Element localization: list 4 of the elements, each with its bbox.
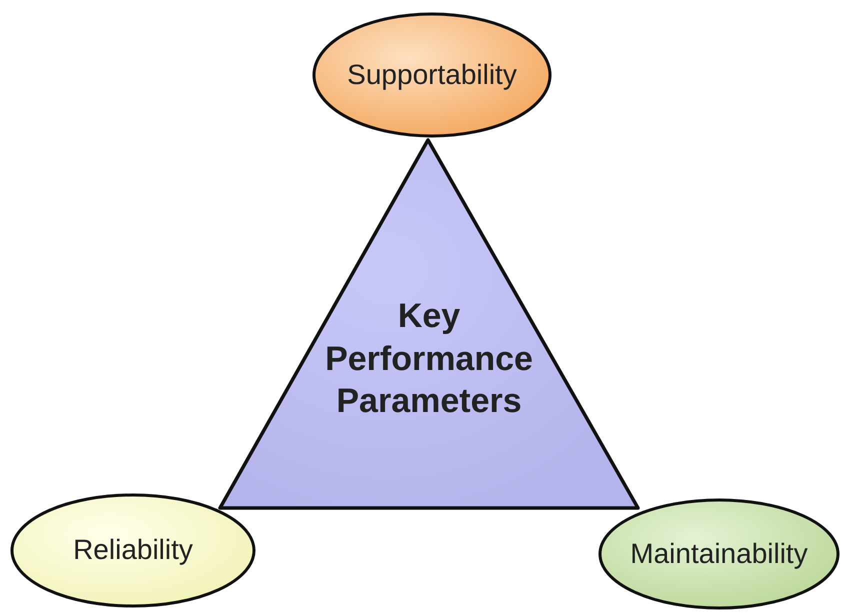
ellipse-label: Supportability — [347, 60, 517, 90]
ellipse-label: Maintainability — [630, 538, 808, 570]
ellipse-label: Reliability — [73, 535, 193, 566]
triangle-label: Key Performance Parameters — [324, 296, 534, 422]
